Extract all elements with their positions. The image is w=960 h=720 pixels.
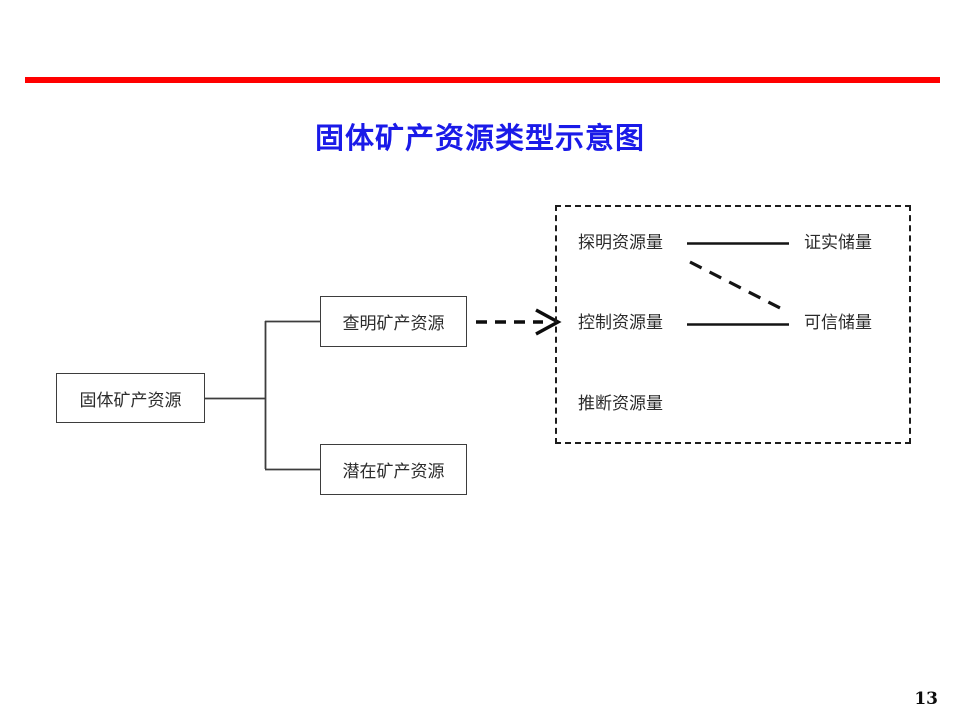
node-solid-mineral-resources[interactable]: 固体矿产资源	[56, 373, 205, 423]
header-accent-rule	[25, 77, 940, 83]
page-title: 固体矿产资源类型示意图	[314, 121, 645, 155]
label-controlled-resource-quantity: 控制资源量	[578, 313, 663, 333]
label-probable-reserves: 可信储量	[804, 313, 872, 333]
label-inferred-resource-quantity: 推断资源量	[578, 394, 663, 414]
node-identified-mineral-resources[interactable]: 查明矿产资源	[320, 296, 467, 347]
reserve-classification-group	[555, 205, 911, 444]
page-number: 13	[914, 689, 938, 709]
label-proved-resource-quantity: 探明资源量	[578, 233, 663, 253]
label-proved-reserves: 证实储量	[804, 233, 872, 253]
node-potential-mineral-resources[interactable]: 潜在矿产资源	[320, 444, 467, 495]
